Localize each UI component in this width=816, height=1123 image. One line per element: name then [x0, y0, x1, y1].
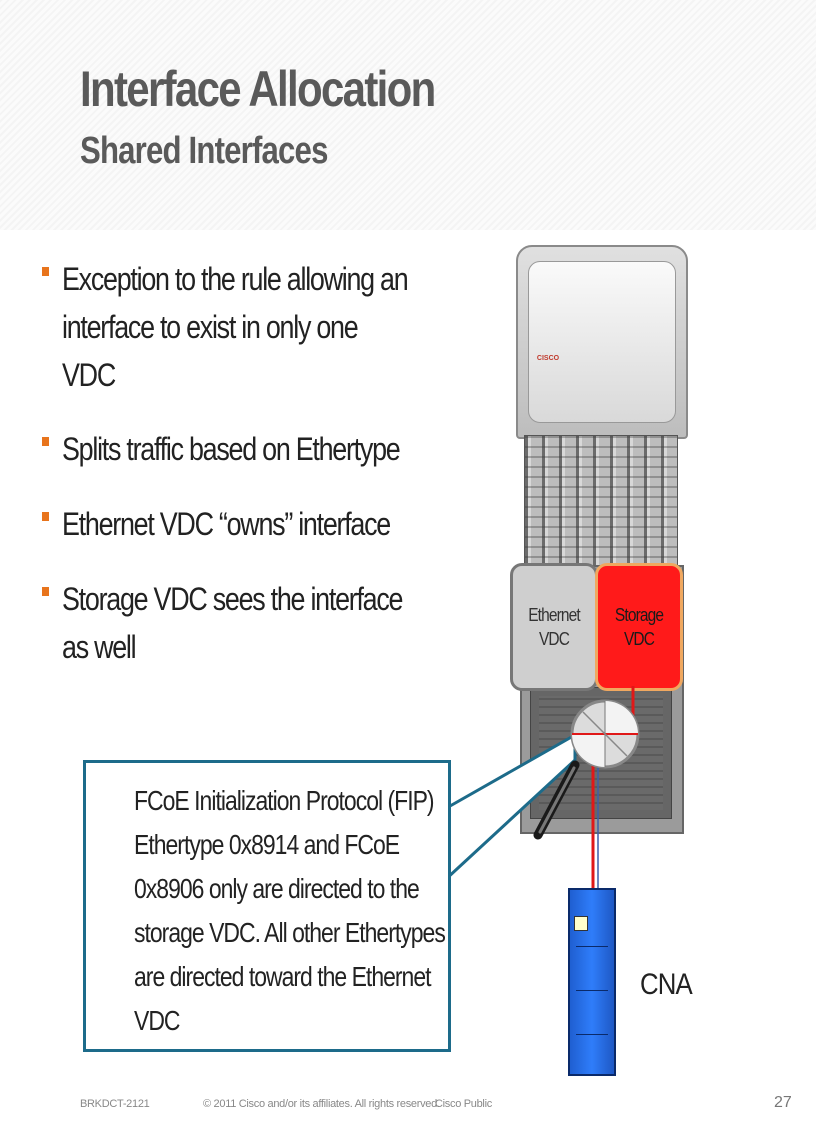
bullet-line: VDC — [62, 357, 116, 393]
bullet-line: as well — [62, 629, 137, 665]
callout-line: are directed toward the Ethernet — [134, 961, 432, 992]
bullet-marker-icon — [42, 267, 49, 276]
switch-chassis-image: CISCO — [510, 245, 690, 855]
footer-session-code: BRKDCT-2121 — [80, 1098, 150, 1110]
callout-text: FCoE Initialization Protocol (FIP) Ether… — [134, 779, 462, 1043]
bullet-item: Storage VDC sees the interface as well — [40, 575, 467, 671]
slide-subtitle: Shared Interfaces — [80, 130, 328, 172]
ethernet-vdc-label: Ethernet — [528, 605, 581, 625]
cna-label: CNA — [640, 968, 693, 1001]
bullet-line: Exception to the rule allowing an — [62, 261, 409, 297]
bullet-marker-icon — [42, 512, 49, 521]
callout-line: VDC — [134, 1005, 181, 1036]
bullet-item: Ethernet VDC “owns” interface — [40, 500, 452, 548]
bullet-marker-icon — [42, 437, 49, 446]
bullet-line: Splits traffic based on Ethertype — [62, 431, 401, 467]
chassis-line-cards — [524, 435, 678, 567]
bullet-item: Exception to the rule allowing an interf… — [40, 255, 473, 399]
storage-vdc-label: Storage — [614, 605, 664, 625]
header-background — [0, 0, 816, 230]
bullet-item: Splits traffic based on Ethertype — [40, 425, 464, 473]
magnifier-icon — [533, 699, 640, 840]
callout-line: FCoE Initialization Protocol (FIP) — [134, 785, 435, 816]
fip-callout-box: FCoE Initialization Protocol (FIP) Ether… — [83, 760, 451, 1052]
ethernet-vdc-box: Ethernet VDC — [510, 563, 598, 691]
ethernet-vdc-label: VDC — [538, 629, 570, 649]
callout-line: 0x8906 only are directed to the — [134, 873, 420, 904]
bullet-marker-icon — [42, 587, 49, 596]
chassis-top-panel: CISCO — [516, 245, 688, 439]
storage-vdc-box: Storage VDC — [595, 563, 683, 691]
bullet-line: Ethernet VDC “owns” interface — [62, 506, 391, 542]
footer-classification: Cisco Public — [435, 1098, 492, 1110]
storage-vdc-label: VDC — [623, 629, 655, 649]
callout-line: Ethertype 0x8914 and FCoE — [134, 829, 400, 860]
cna-adapter-icon — [568, 888, 616, 1076]
page-number: 27 — [774, 1094, 792, 1111]
cisco-logo-icon: CISCO — [536, 355, 560, 362]
slide-title: Interface Allocation — [80, 61, 436, 117]
callout-line: storage VDC. All other Ethertypes — [134, 917, 446, 948]
footer-copyright: © 2011 Cisco and/or its affiliates. All … — [203, 1098, 440, 1110]
bullet-line: interface to exist in only one — [62, 309, 359, 345]
bullet-line: Storage VDC sees the interface — [62, 581, 403, 617]
